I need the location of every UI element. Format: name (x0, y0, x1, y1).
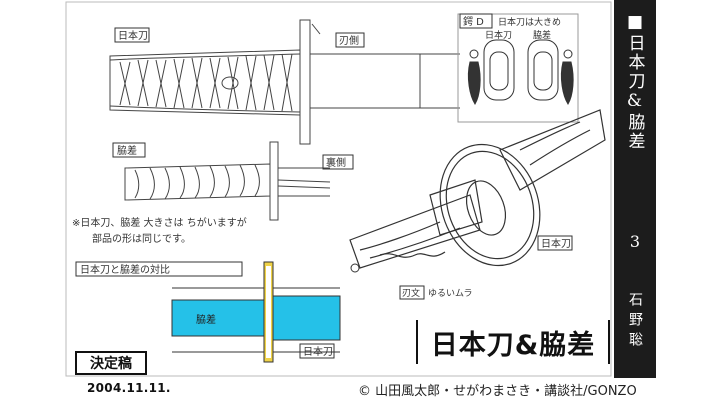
side-artist: 石野聡 (627, 292, 643, 352)
comparison-diagram (171, 261, 341, 363)
description-line-2: 部品の形は同じです。 (92, 232, 191, 245)
label-compare-katana: 日本刀 (303, 345, 333, 358)
label-tsuba-a: 日本刀 (485, 29, 512, 41)
date-label: 2004.11.11. (87, 381, 171, 395)
side-title-text: 日本刀&脇差 (624, 34, 645, 151)
label-hamon-note: ゆるいムラ (428, 288, 473, 299)
label-tsuba-b: 脇差 (533, 29, 551, 41)
label-ura: 裏側 (326, 156, 346, 169)
side-title-panel (614, 0, 656, 378)
label-katana-top: 日本刀 (118, 29, 148, 42)
side-title: ■ 日本刀&脇差 (614, 12, 656, 202)
label-compare-blue: 脇差 (196, 313, 216, 326)
label-kaiten: 刃側 (339, 34, 359, 47)
label-tsuba-note: 鍔 D (463, 15, 484, 28)
side-number: 3 (625, 232, 645, 251)
katana-perspective-drawing (349, 109, 606, 269)
label-tsuba-desc: 日本刀は大きめ (498, 16, 561, 28)
copyright-notice: © 山田風太郎・せがわまさき・講談社/GONZO (358, 384, 637, 399)
label-katana-right: 日本刀 (541, 237, 571, 250)
wakizashi-handle-drawing (124, 141, 331, 221)
title-logo: 日本刀&脇差 (416, 320, 610, 364)
label-compare: 日本刀と脇差の対比 (80, 263, 170, 276)
tsuba-detail-drawing (457, 13, 579, 123)
label-hamon: 刃文 (402, 287, 420, 299)
description-line-1: ※日本刀、脇差 大きさは ちがいますが (72, 216, 247, 229)
side-square: ■ (625, 12, 645, 34)
katana-handle-drawing (109, 19, 460, 145)
final-draft-stamp: 決定稿 (75, 351, 147, 375)
label-wakizashi: 脇差 (117, 144, 137, 157)
